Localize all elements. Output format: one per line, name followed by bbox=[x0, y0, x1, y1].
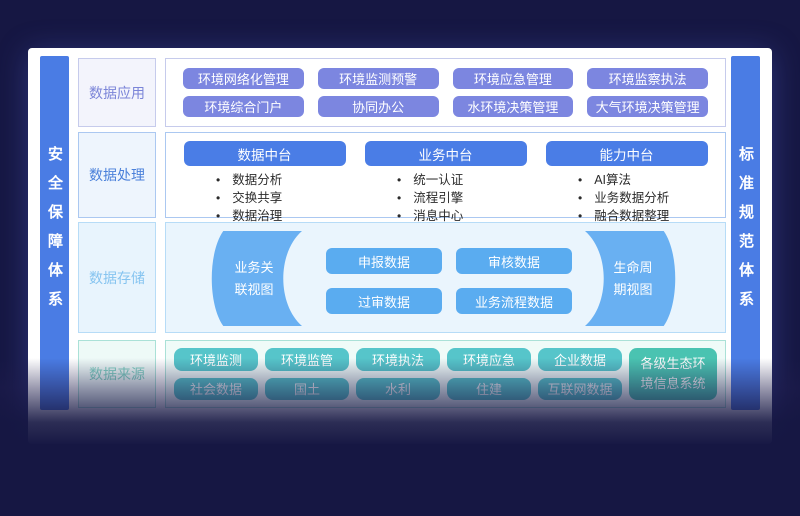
data-source-box: 环境监测 社会数据 环境监管 国土 环境执法 水利 环境应急 住建 企业数据 互… bbox=[165, 340, 726, 408]
app-node: 协同办公 bbox=[317, 96, 439, 117]
storage-button-grid: 申报数据 审核数据 过审数据 业务流程数据 bbox=[326, 248, 572, 314]
security-system-bar: 安全保障体系 bbox=[40, 56, 69, 410]
standard-system-bar-label: 标准规范体系 bbox=[737, 146, 754, 320]
source-column: 环境监测 社会数据 bbox=[174, 348, 258, 400]
ribbon-shape-icon bbox=[211, 231, 302, 326]
app-node: 环境监察执法 bbox=[587, 68, 708, 89]
storage-node: 审核数据 bbox=[456, 248, 572, 274]
lifecycle-view-shape: 生命周期视图 bbox=[585, 231, 681, 326]
eco-env-info-system-node: 各级生态环境信息系统 bbox=[629, 348, 717, 400]
source-node: 环境执法 bbox=[356, 348, 440, 371]
row-label-data-application: 数据应用 bbox=[78, 58, 156, 127]
source-column: 环境应急 住建 bbox=[447, 348, 531, 400]
security-system-bar-label: 安全保障体系 bbox=[46, 146, 63, 320]
source-column: 企业数据 互联网数据 bbox=[538, 348, 622, 400]
source-node: 住建 bbox=[447, 377, 531, 400]
app-node: 环境监测预警 bbox=[317, 68, 439, 89]
mid-list-item: AI算法 bbox=[578, 171, 717, 189]
row-label-data-source: 数据来源 bbox=[78, 340, 156, 408]
source-node: 互联网数据 bbox=[538, 377, 622, 400]
app-button-grid: 环境网络化管理 环境监测预警 环境应急管理 环境监察执法 环境综合门户 协同办公… bbox=[166, 59, 725, 126]
storage-node: 业务流程数据 bbox=[456, 288, 572, 314]
mid-column-business: 业务中台 统一认证 流程引擎 消息中心 bbox=[355, 140, 536, 223]
mid-column-list: AI算法 业务数据分析 融合数据整理 bbox=[536, 171, 717, 225]
row-label-data-processing: 数据处理 bbox=[78, 132, 156, 218]
mid-list-item: 交换共享 bbox=[216, 189, 355, 207]
source-column: 环境执法 水利 bbox=[356, 348, 440, 400]
row-label-data-storage: 数据存储 bbox=[78, 222, 156, 333]
mid-column-capability: 能力中台 AI算法 业务数据分析 融合数据整理 bbox=[536, 140, 717, 223]
mid-list-item: 数据分析 bbox=[216, 171, 355, 189]
mid-platform-columns: 数据中台 数据分析 交换共享 数据治理 业务中台 统一认证 流程引擎 消息中心 … bbox=[166, 133, 725, 223]
app-node: 环境网络化管理 bbox=[183, 68, 304, 89]
source-node: 环境应急 bbox=[447, 348, 531, 371]
mid-list-item: 流程引擎 bbox=[397, 189, 536, 207]
mid-column-header: 能力中台 bbox=[545, 141, 708, 166]
lifecycle-view-label: 生命周期视图 bbox=[613, 259, 653, 297]
storage-node: 过审数据 bbox=[326, 288, 442, 314]
mid-column-list: 数据分析 交换共享 数据治理 bbox=[174, 171, 355, 225]
mid-list-item: 融合数据整理 bbox=[578, 207, 717, 225]
source-node: 环境监测 bbox=[174, 348, 258, 371]
mid-column-list: 统一认证 流程引擎 消息中心 bbox=[355, 171, 536, 225]
source-button-grid: 环境监测 社会数据 环境监管 国土 环境执法 水利 环境应急 住建 企业数据 互… bbox=[166, 341, 725, 407]
source-node: 企业数据 bbox=[538, 348, 622, 371]
business-relation-view-shape: 业务关联视图 bbox=[206, 231, 302, 326]
source-node: 社会数据 bbox=[174, 377, 258, 400]
source-node: 国土 bbox=[265, 377, 349, 400]
storage-node: 申报数据 bbox=[326, 248, 442, 274]
source-node: 水利 bbox=[356, 377, 440, 400]
mid-column-header: 数据中台 bbox=[183, 141, 346, 166]
eco-env-info-system-label: 各级生态环境信息系统 bbox=[640, 356, 706, 391]
mid-list-item: 统一认证 bbox=[397, 171, 536, 189]
standard-system-bar: 标准规范体系 bbox=[731, 56, 760, 410]
ribbon-shape-icon bbox=[585, 231, 676, 326]
app-node: 环境综合门户 bbox=[183, 96, 304, 117]
data-processing-box: 数据中台 数据分析 交换共享 数据治理 业务中台 统一认证 流程引擎 消息中心 … bbox=[165, 132, 726, 223]
app-node: 环境应急管理 bbox=[452, 68, 574, 89]
mid-column-header: 业务中台 bbox=[364, 141, 527, 166]
mid-column-data: 数据中台 数据分析 交换共享 数据治理 bbox=[174, 140, 355, 223]
mid-list-item: 业务数据分析 bbox=[578, 189, 717, 207]
mid-list-item: 消息中心 bbox=[397, 207, 536, 225]
business-relation-view-label: 业务关联视图 bbox=[234, 259, 274, 297]
app-node: 大气环境决策管理 bbox=[587, 96, 708, 117]
data-storage-box: 业务关联视图 生命周期视图 申报数据 审核数据 过审数据 业务流程数据 bbox=[165, 222, 726, 333]
data-application-box: 环境网络化管理 环境监测预警 环境应急管理 环境监察执法 环境综合门户 协同办公… bbox=[165, 58, 726, 127]
mid-list-item: 数据治理 bbox=[216, 207, 355, 225]
app-node: 水环境决策管理 bbox=[452, 96, 574, 117]
source-node: 环境监管 bbox=[265, 348, 349, 371]
source-column: 环境监管 国土 bbox=[265, 348, 349, 400]
